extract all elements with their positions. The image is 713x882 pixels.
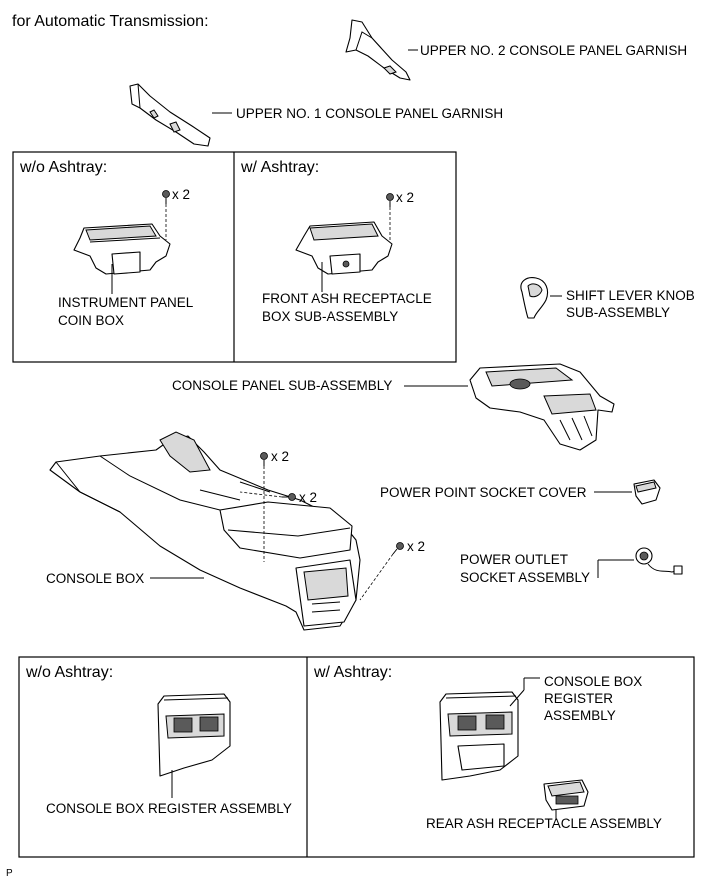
label-front-ash-line1: FRONT ASH RECEPTACLE: [262, 291, 432, 306]
qty-3: x 2: [271, 449, 289, 464]
qty-5: x 2: [407, 539, 425, 554]
label-console-box: CONSOLE BOX: [46, 571, 144, 586]
diagram-code: P: [6, 868, 13, 879]
label-front-ash-line2: BOX SUB-ASSEMBLY: [262, 309, 398, 324]
label-register-w-line2: REGISTER: [544, 691, 613, 706]
leader-register-w-diag: [509, 689, 525, 707]
qty-4: x 2: [299, 490, 317, 505]
bottom-right-title: w/ Ashtray:: [313, 664, 392, 681]
label-upper-no1-garnish: UPPER NO. 1 CONSOLE PANEL GARNISH: [236, 106, 503, 121]
front-ash-receptacle-part: [295, 221, 393, 275]
label-coin-box-line1: INSTRUMENT PANEL: [58, 295, 194, 310]
qty-1: x 2: [172, 187, 190, 202]
screw-icon: [386, 193, 394, 207]
label-register-wo: CONSOLE BOX REGISTER ASSEMBLY: [46, 801, 292, 816]
bottom-left-title: w/o Ashtray:: [25, 664, 113, 681]
console-panel-part: [469, 363, 615, 451]
screw-icon: [162, 190, 170, 204]
power-point-cover-part: [633, 479, 661, 505]
top-left-title: w/o Ashtray:: [19, 159, 107, 176]
register-wo-ashtray-part: [157, 693, 231, 777]
label-power-point-cover: POWER POINT SOCKET COVER: [380, 485, 587, 500]
label-shift-knob-line1: SHIFT LEVER KNOB: [566, 288, 695, 303]
qty-2: x 2: [396, 190, 414, 205]
screw-icon: [260, 452, 268, 466]
label-power-outlet-line2: SOCKET ASSEMBLY: [460, 570, 590, 585]
label-console-panel: CONSOLE PANEL SUB-ASSEMBLY: [172, 378, 392, 393]
screw-guide-5: [359, 553, 394, 601]
label-upper-no2-garnish: UPPER NO. 2 CONSOLE PANEL GARNISH: [420, 43, 687, 58]
top-right-title: w/ Ashtray:: [240, 159, 319, 176]
shift-lever-knob-part: [520, 277, 549, 319]
screw-icon: [282, 493, 296, 501]
screw-guide-4: [239, 491, 283, 498]
coin-box-part: [73, 223, 171, 275]
register-w-ashtray-part: [439, 691, 519, 781]
diagram-title: for Automatic Transmission:: [12, 13, 209, 30]
label-coin-box-line2: COIN BOX: [58, 313, 124, 328]
label-shift-knob-line2: SUB-ASSEMBLY: [566, 305, 670, 320]
bottom-variant-box: [18, 656, 695, 858]
upper-no1-garnish-part: [129, 83, 211, 147]
label-rear-ash: REAR ASH RECEPTACLE ASSEMBLY: [426, 816, 662, 831]
rear-ash-receptacle-part: [543, 779, 589, 811]
power-outlet-part: [635, 547, 683, 575]
screw-icon: [392, 542, 404, 555]
console-box-part: [49, 431, 361, 631]
upper-no2-garnish-part: [345, 19, 411, 81]
label-register-w-line1: CONSOLE BOX: [544, 674, 642, 689]
label-register-w-line3: ASSEMBLY: [544, 708, 616, 723]
label-power-outlet-line1: POWER OUTLET: [460, 552, 568, 567]
